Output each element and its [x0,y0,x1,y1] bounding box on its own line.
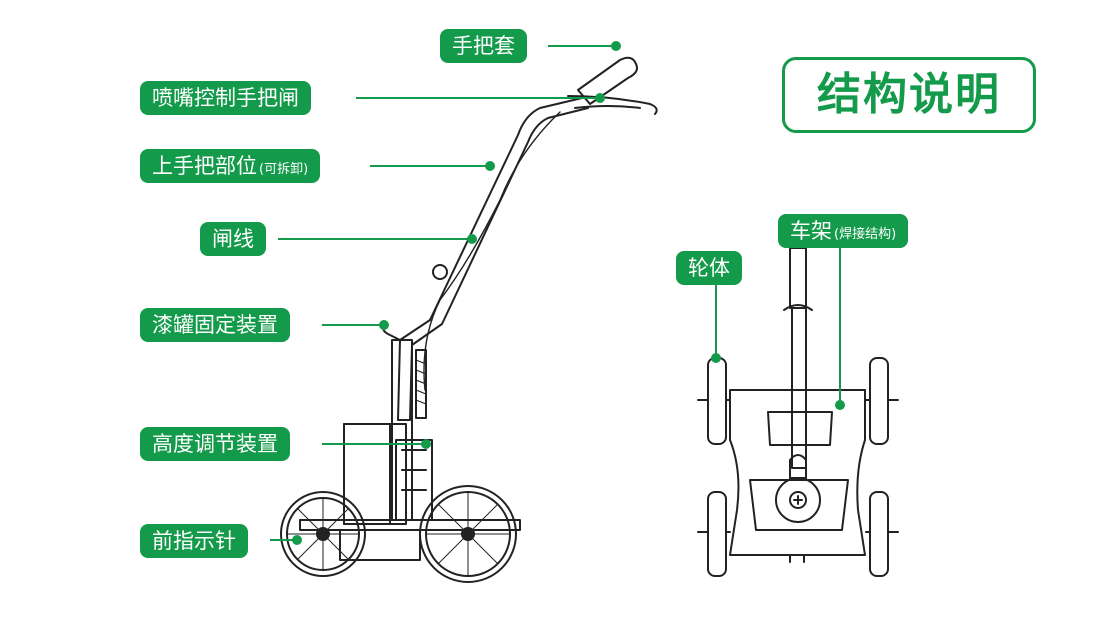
label-front-pointer: 前指示针 [140,524,248,558]
handle-grip-shape [577,56,638,105]
label-grip-text: 手把套 [452,34,515,58]
label-frame-text: 车架 [790,219,832,243]
label-upper-handle-note: (可拆卸) [259,162,309,177]
page-title: 结构说明 [782,57,1036,133]
label-grip: 手把套 [440,29,527,63]
label-upper-handle-text: 上手把部位 [152,154,257,178]
label-frame: 车架(焊接结构) [778,214,909,248]
label-height-adjust-text: 高度调节装置 [152,432,278,456]
leader-dots [292,41,845,545]
label-frame-note: (焊接结构) [834,227,897,242]
label-nozzle-lever: 喷嘴控制手把闸 [140,81,311,115]
label-can-holder: 漆罐固定装置 [140,308,290,342]
label-height-adjust: 高度调节装置 [140,427,290,461]
label-can-holder-text: 漆罐固定装置 [152,313,278,337]
label-upper-handle: 上手把部位(可拆卸) [140,149,321,183]
label-wheel: 轮体 [676,251,742,285]
label-nozzle-lever-text: 喷嘴控制手把闸 [152,86,299,110]
label-front-pointer-text: 前指示针 [152,529,236,553]
label-brake-cable: 闸线 [200,222,266,256]
leader-lines [270,45,841,541]
label-wheel-text: 轮体 [688,256,730,280]
label-brake-cable-text: 闸线 [212,227,254,251]
